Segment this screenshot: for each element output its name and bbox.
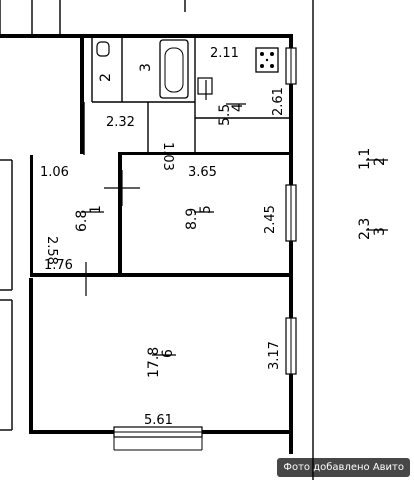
watermark-badge: Фото добавлено Авито: [277, 458, 410, 477]
dim-5-61: 5.61: [144, 413, 173, 428]
stove-icon: [255, 47, 279, 73]
room-5-area: 8.9: [184, 208, 200, 230]
dim-2-61: 2.61: [271, 87, 286, 116]
thin-walls: [0, 0, 314, 480]
wc-label: 2: [98, 73, 114, 82]
room-5-number: 5: [198, 205, 214, 214]
wall-corridor-left: [30, 155, 33, 275]
dim-1-76: 1.76: [44, 258, 73, 273]
dim-2-58: 2.58: [44, 236, 59, 265]
dim-2-32: 2.32: [106, 115, 135, 130]
room-2-area: 1.1: [357, 148, 373, 170]
wall-room5-top: [118, 152, 293, 155]
wall-core: [80, 34, 84, 154]
dim-2-45: 2.45: [263, 205, 278, 234]
windows: [113, 47, 297, 438]
wall-room6-top: [30, 273, 293, 277]
dim-3-65: 3.65: [188, 165, 217, 180]
dim-1-03: 1.03: [160, 142, 175, 171]
room-1-area: 6.8: [74, 210, 90, 232]
wall-top-left: [0, 34, 80, 38]
walls: [0, 34, 293, 454]
room-3-area: 2.3: [357, 218, 373, 240]
room-4-number: 4: [230, 103, 246, 112]
room-3-number: 3: [372, 227, 388, 236]
room-2-number: 2: [372, 157, 388, 166]
wall-room5-left: [118, 152, 122, 276]
fraction-bars: [82, 103, 388, 356]
sink-icon: [197, 77, 213, 95]
bathtub: [159, 39, 189, 99]
wall-top: [84, 34, 291, 38]
room-6-number: 6: [160, 349, 176, 358]
wall-left-lower: [29, 278, 33, 434]
room-6-area: 17.8: [146, 347, 162, 378]
dim-2-11: 2.11: [210, 46, 239, 61]
wall-right: [289, 34, 293, 454]
window-lines: [113, 48, 292, 451]
dim-3-17: 3.17: [267, 341, 282, 370]
room-4-area: 5.5: [217, 104, 233, 126]
doors: [70, 80, 207, 296]
room-1-number: 1: [88, 205, 104, 214]
dim-1-06: 1.06: [40, 165, 69, 180]
bath-label: 3: [138, 63, 154, 72]
toilet-icon: [96, 41, 110, 57]
